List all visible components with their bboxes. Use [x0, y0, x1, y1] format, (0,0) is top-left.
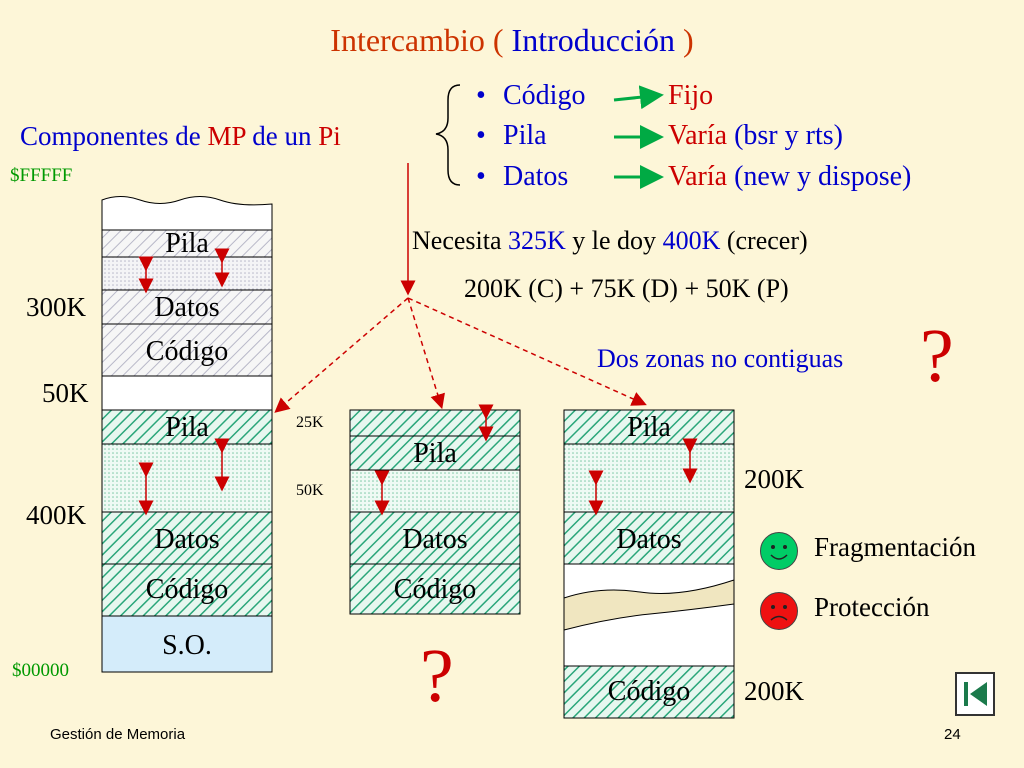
middle-pila-label: Pila	[413, 438, 457, 469]
right-growth-arrows	[588, 438, 698, 516]
left-bottom-datos	[101, 511, 273, 565]
bullet-arrow-1	[613, 85, 664, 110]
bullet-result-2: Varía (bsr y rts)	[668, 120, 843, 151]
bullet-name-2: Pila	[503, 120, 547, 151]
left-top-codigo	[101, 323, 273, 377]
right-codigo	[563, 665, 735, 719]
need-line: Necesita 325K y le doy 400K (crecer)	[412, 226, 808, 255]
bullet-result-3: Varía (new y dispose)	[668, 161, 912, 192]
left-bottom-pila	[101, 409, 273, 445]
happy-face-icon	[760, 532, 798, 570]
middle-gap	[349, 469, 521, 513]
middle-pila	[349, 435, 521, 471]
middle-codigo	[349, 563, 521, 615]
sad-face-icon	[760, 592, 798, 630]
question-mark-top: ?	[920, 314, 954, 398]
left-top-gap	[101, 256, 273, 291]
dashed-arrow-middle	[407, 297, 445, 410]
left-top-codigo-label: Código	[145, 336, 229, 367]
legend-protection: Protección	[814, 592, 930, 622]
right-pila-label: Pila	[627, 412, 671, 443]
left-top-free	[101, 196, 273, 231]
left-bottom-pila-label: Pila	[165, 412, 209, 443]
dashed-arrow-left	[274, 297, 409, 413]
non-contiguous-label: Dos zonas no contiguas	[597, 344, 844, 373]
right-cut	[563, 579, 735, 631]
label-50k-left: 50K	[42, 378, 89, 408]
right-gap	[563, 443, 735, 513]
sum-line: 200K (C) + 75K (D) + 50K (P)	[464, 274, 789, 303]
legend-fragmentation: Fragmentación	[814, 532, 976, 562]
right-datos	[563, 511, 735, 565]
label-400k: 400K	[26, 500, 86, 530]
left-top-pila-label: Pila	[165, 228, 209, 259]
left-free-50k	[101, 375, 273, 411]
question-mark-bottom: ?	[420, 634, 454, 718]
middle-top-free	[349, 409, 521, 437]
left-column	[101, 196, 273, 673]
left-bottom-datos-label: Datos	[154, 524, 220, 555]
label-200k-bottom: 200K	[744, 676, 804, 706]
left-so	[101, 615, 273, 673]
address-top: $FFFFF	[10, 165, 73, 186]
dashed-arrow-right	[407, 297, 647, 406]
bullet-result-1: Fijo	[668, 80, 714, 111]
label-300k: 300K	[26, 292, 86, 322]
title-highlight: Introducción	[511, 22, 676, 58]
bullet-name-1: Código	[503, 80, 586, 111]
skip-back-icon	[964, 682, 987, 706]
slide-number: 24	[944, 726, 961, 743]
left-top-datos-label: Datos	[154, 292, 220, 323]
right-column	[563, 409, 735, 719]
previous-slide-button[interactable]	[955, 672, 995, 716]
label-25k: 25K	[296, 414, 324, 431]
middle-growth-arrows	[374, 404, 494, 516]
right-pila	[563, 409, 735, 445]
page-title: Intercambio ( Introducción )	[0, 22, 1024, 59]
left-top-pila	[101, 229, 273, 258]
left-bottom-codigo-label: Código	[145, 574, 229, 605]
left-so-label: S.O.	[162, 630, 212, 661]
label-200k-top: 200K	[744, 464, 804, 494]
bullet-dot-2: •	[476, 120, 486, 151]
footer-title: Gestión de Memoria	[50, 726, 186, 743]
bullet-dot-3: •	[476, 161, 486, 192]
left-growth-arrows	[138, 248, 230, 516]
bracket-brace	[435, 84, 461, 186]
bullet-dot-1: •	[476, 80, 486, 111]
components-label: Componentes de MP de un Pi	[20, 121, 341, 151]
middle-codigo-label: Código	[393, 574, 477, 605]
title-suffix: )	[675, 22, 694, 58]
bullet-arrows	[613, 85, 664, 189]
title-prefix: Intercambio (	[330, 22, 512, 58]
right-datos-label: Datos	[616, 524, 682, 555]
left-bottom-codigo	[101, 563, 273, 617]
label-50k-middle: 50K	[296, 482, 324, 499]
right-codigo-label: Código	[607, 676, 691, 707]
address-bottom: $00000	[12, 660, 69, 681]
bullet-name-3: Datos	[503, 161, 569, 192]
left-bottom-gap	[101, 443, 273, 513]
middle-datos-label: Datos	[402, 524, 468, 555]
